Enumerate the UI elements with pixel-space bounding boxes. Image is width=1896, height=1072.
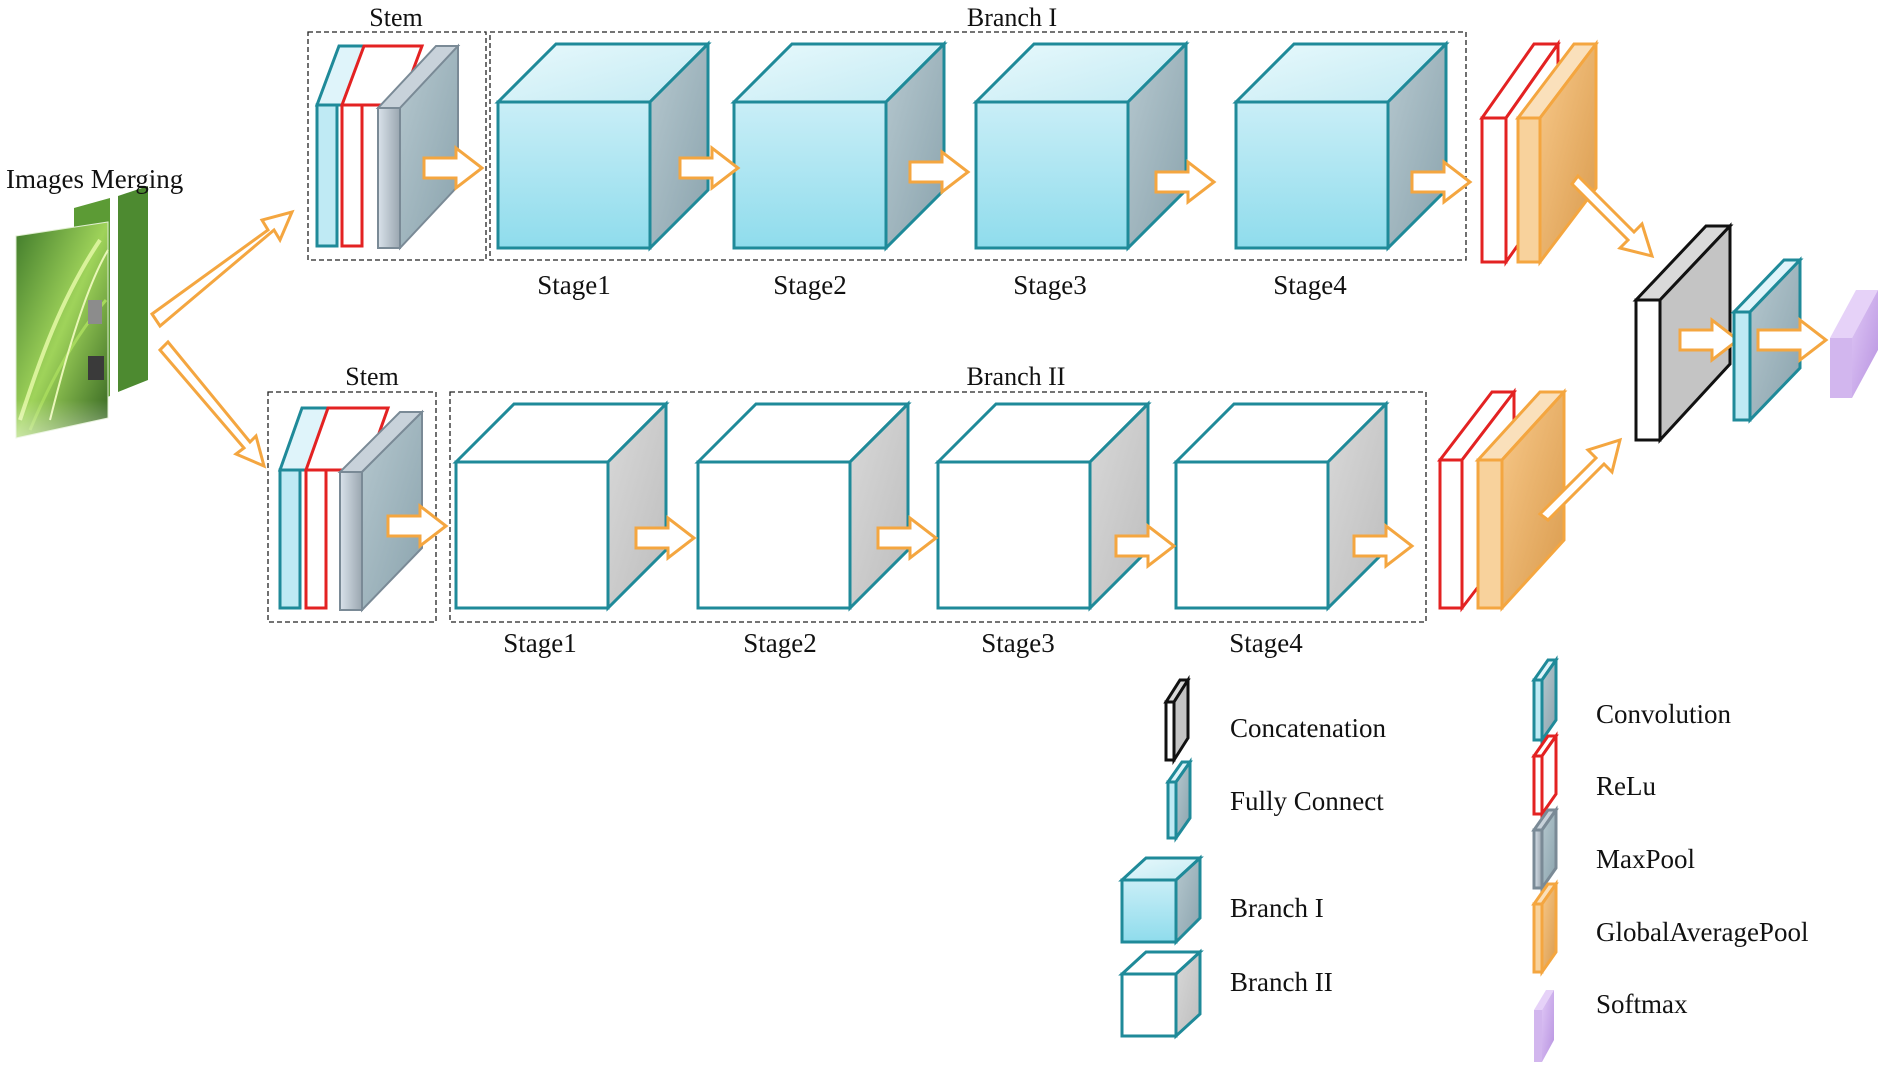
branch1-stage4-cube [1232,40,1450,252]
legend-relu-icon [1531,731,1559,819]
branch1-arrow-1 [678,144,741,192]
legend-branch2-icon [1118,948,1204,1040]
legend-convolution-icon [1531,655,1559,745]
branch2-stem-box [267,391,437,623]
branch1-stage1-label: Stage1 [537,270,611,300]
branch1-stem-box [307,31,487,261]
arrow-to-branch2 [157,339,267,469]
legend-gap-icon [1531,879,1559,977]
branch2-gap-layer [1474,388,1568,612]
branch2-stage2-label: Stage2 [743,628,817,658]
branch2-arrow-3 [1114,522,1177,570]
arrow-to-branch1 [149,209,295,329]
branch1-stage3-cube [972,40,1190,252]
branch2-to-concat-arrow [1537,437,1623,522]
branch2: Stem Branch II [267,362,1623,658]
branch2-arrow-1 [634,514,697,562]
branch2-stem-arrow [386,502,449,550]
branch1-stages-box [489,31,1467,261]
legend-concatenation-icon [1163,674,1191,766]
branch1-arrow-2 [908,148,971,196]
branch1-gap-layer [1514,39,1600,267]
branch2-title: Branch II [967,362,1066,391]
branch2-stage4-label: Stage4 [1229,628,1303,658]
branch2-stage1-cube [452,400,670,612]
legend-convolution-label: Convolution [1596,699,1732,729]
input-images: Images Merging [6,164,183,480]
branch1-arrow-4 [1410,158,1473,206]
branch2-stem-maxpool-layer [337,409,425,613]
branch2-stage4-cube [1172,400,1390,612]
legend-concatenation-label: Concatenation [1230,713,1386,743]
branch1-stage3-label: Stage3 [1013,270,1087,300]
legend-fully-connect-icon [1165,757,1193,843]
legend-branch1-label: Branch I [1230,893,1324,923]
legend-relu-label: ReLu [1596,771,1656,801]
legend-softmax-label: Softmax [1596,989,1688,1019]
branch1-stage4-label: Stage4 [1273,270,1347,300]
branch2-stage2-cube [694,400,912,612]
branch2-stage3-cube [934,400,1152,612]
branch1-arrow-3 [1154,158,1217,206]
branch1-stem-label: Stem [369,3,422,32]
branch1-stem-arrow [422,144,485,192]
branch1-stage1-cube [494,40,712,252]
legend: Concatenation Fully Connect Branch I Bra… [1118,655,1808,1062]
branch2-stem-label: Stem [345,362,398,391]
branch2-stage3-label: Stage3 [981,628,1055,658]
branch1-to-concat-arrow [1570,173,1655,259]
softmax-layer [1830,290,1878,398]
legend-gap-label: GlobalAveragePool [1596,917,1808,947]
branch2-arrow-2 [876,514,939,562]
legend-maxpool-label: MaxPool [1596,844,1695,874]
branch1-stem-maxpool-layer [375,43,461,251]
legend-branch1-icon [1118,854,1204,946]
legend-branch2-label: Branch II [1230,967,1333,997]
branch1-title: Branch I [967,3,1057,32]
branch1-stage2-cube [730,40,948,252]
head-arrow-1 [1678,316,1741,364]
branch1-stage2-label: Stage2 [773,270,847,300]
legend-softmax-icon [1534,990,1554,1062]
branch2-stages-box [449,391,1427,623]
branch2-stage1-label: Stage1 [503,628,577,658]
branch1: Stem Branch I [307,3,1655,300]
legend-fully-connect-label: Fully Connect [1230,786,1384,816]
head-arrow-2 [1756,316,1829,364]
legend-maxpool-icon [1531,805,1559,893]
branch2-arrow-4 [1352,522,1415,570]
input-label: Images Merging [6,164,183,194]
